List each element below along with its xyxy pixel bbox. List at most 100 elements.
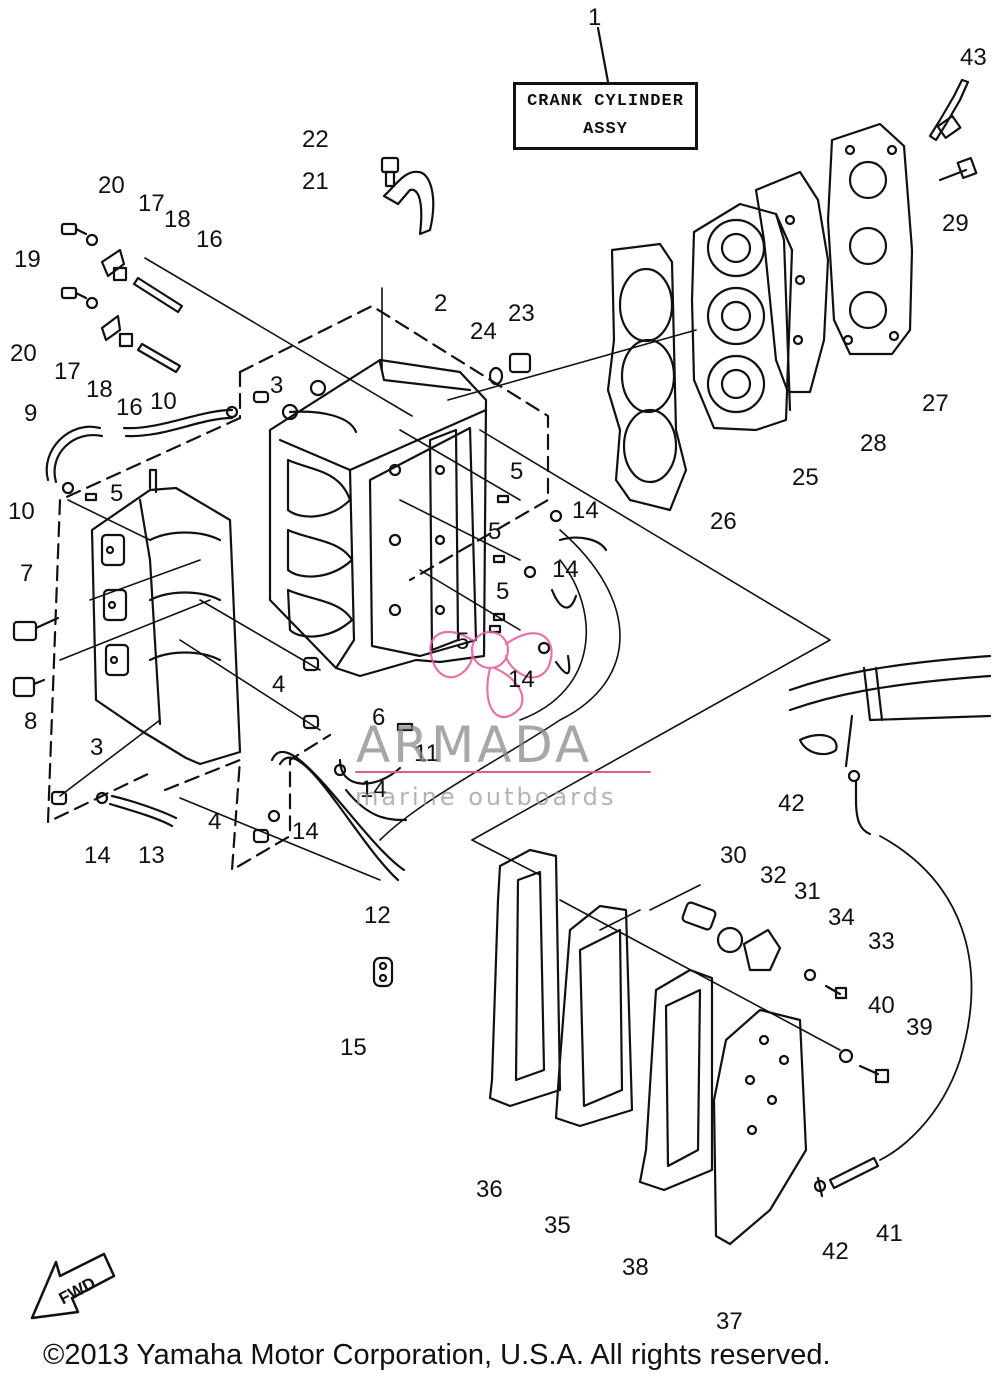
callout-36[interactable]: 36 xyxy=(476,1176,503,1203)
gasket-part-36 xyxy=(488,848,562,1108)
callout-14[interactable]: 14 xyxy=(508,666,535,693)
gasket-part-32 xyxy=(716,926,744,954)
hose-part-13 xyxy=(108,794,178,828)
callout-8[interactable]: 8 xyxy=(24,708,38,735)
callout-12[interactable]: 12 xyxy=(364,902,391,929)
callout-31[interactable]: 31 xyxy=(794,878,821,905)
callout-39[interactable]: 39 xyxy=(906,1014,933,1041)
callout-17[interactable]: 17 xyxy=(54,358,81,385)
bolt-part-29 xyxy=(938,156,978,182)
bolt-part-8 xyxy=(12,676,46,698)
callout-5[interactable]: 5 xyxy=(110,480,124,507)
pin-part-6 xyxy=(396,722,414,732)
callout-30[interactable]: 30 xyxy=(720,842,747,869)
callout-22[interactable]: 22 xyxy=(302,126,329,153)
hose-part-11 xyxy=(338,758,402,785)
watermark-tagline: marine outboards xyxy=(355,783,617,811)
bolt-part-7 xyxy=(12,616,60,642)
callout-14[interactable]: 14 xyxy=(572,497,599,524)
callout-32[interactable]: 32 xyxy=(760,862,787,889)
callout-14[interactable]: 14 xyxy=(360,776,387,803)
callout-14[interactable]: 14 xyxy=(552,556,579,583)
callout-34[interactable]: 34 xyxy=(828,904,855,931)
callout-5[interactable]: 5 xyxy=(496,578,510,605)
plug-part-23-24 xyxy=(488,352,532,386)
hose-part-10 xyxy=(122,408,234,438)
gasket-part-28 xyxy=(754,170,830,394)
callout-14[interactable]: 14 xyxy=(84,842,111,869)
callout-23[interactable]: 23 xyxy=(508,300,535,327)
callout-4[interactable]: 4 xyxy=(272,671,286,698)
callout-24[interactable]: 24 xyxy=(470,318,497,345)
callout-16[interactable]: 16 xyxy=(116,394,143,421)
callout-10[interactable]: 10 xyxy=(150,388,177,415)
callout-38[interactable]: 38 xyxy=(622,1254,649,1281)
assy-label-line2: ASSY xyxy=(583,120,628,139)
callout-33[interactable]: 33 xyxy=(868,928,895,955)
callout-21[interactable]: 21 xyxy=(302,168,329,195)
nut-part-18 xyxy=(112,266,134,348)
reed-plate-part-35 xyxy=(554,904,634,1128)
callout-43[interactable]: 43 xyxy=(960,44,987,71)
callout-37[interactable]: 37 xyxy=(716,1308,743,1335)
hose-part-41 xyxy=(828,1156,880,1190)
crank-cylinder-assy-label: CRANK CYLINDER ASSY xyxy=(513,82,698,150)
callout-19[interactable]: 19 xyxy=(14,246,41,273)
callout-9[interactable]: 9 xyxy=(24,400,38,427)
callout-5[interactable]: 5 xyxy=(488,518,502,545)
fitting-part-3 xyxy=(50,390,270,806)
grommet-part-15 xyxy=(372,956,394,988)
callout-26[interactable]: 26 xyxy=(710,508,737,535)
fitting-part-30 xyxy=(681,901,717,931)
callout-7[interactable]: 7 xyxy=(20,560,34,587)
callout-25[interactable]: 25 xyxy=(792,464,819,491)
hose-part-12 xyxy=(270,750,406,882)
callout-35[interactable]: 35 xyxy=(544,1212,571,1239)
callout-17[interactable]: 17 xyxy=(138,190,165,217)
callout-29[interactable]: 29 xyxy=(942,210,969,237)
callout-42[interactable]: 42 xyxy=(822,1238,849,1265)
callout-4[interactable]: 4 xyxy=(208,808,222,835)
callout-14[interactable]: 14 xyxy=(292,818,319,845)
washer-part-34 xyxy=(803,968,817,982)
crankcase-dashed-outline xyxy=(46,304,550,872)
callout-41[interactable]: 41 xyxy=(876,1220,903,1247)
callout-3[interactable]: 3 xyxy=(90,734,104,761)
spark-plug-part-43 xyxy=(928,78,970,142)
hull-detail xyxy=(788,654,992,768)
callout-18[interactable]: 18 xyxy=(164,206,191,233)
crankcase-half-left xyxy=(90,468,242,766)
callout-20[interactable]: 20 xyxy=(98,172,125,199)
bolt-part-39 xyxy=(858,1064,890,1084)
callout-1[interactable]: 1 xyxy=(588,4,602,31)
callout-40[interactable]: 40 xyxy=(868,992,895,1019)
fwd-arrow-icon xyxy=(30,1252,116,1320)
washer-part-40 xyxy=(838,1048,854,1064)
fitting-part-4 xyxy=(252,656,320,844)
callout-6[interactable]: 6 xyxy=(372,704,386,731)
callout-15[interactable]: 15 xyxy=(340,1034,367,1061)
gasket-part-38 xyxy=(638,968,714,1192)
cylinder-head-part-25 xyxy=(690,202,794,432)
callout-27[interactable]: 27 xyxy=(922,390,949,417)
callout-5[interactable]: 5 xyxy=(456,628,470,655)
cylinder-block-part-2 xyxy=(268,358,488,678)
callout-10[interactable]: 10 xyxy=(8,498,35,525)
callout-5[interactable]: 5 xyxy=(510,458,524,485)
callout-18[interactable]: 18 xyxy=(86,376,113,403)
long-hose xyxy=(879,835,973,1161)
watermark-brand: ARMADA xyxy=(356,716,593,774)
clamp-rings xyxy=(61,405,861,1193)
washer-part-20 xyxy=(85,233,99,310)
callout-42[interactable]: 42 xyxy=(778,790,805,817)
callout-20[interactable]: 20 xyxy=(10,340,37,367)
leader-lines xyxy=(59,257,841,1051)
callout-28[interactable]: 28 xyxy=(860,430,887,457)
callout-11[interactable]: 11 xyxy=(414,740,439,767)
callout-13[interactable]: 13 xyxy=(138,842,165,869)
bolt-part-19 xyxy=(60,222,88,300)
callout-3[interactable]: 3 xyxy=(270,372,284,399)
callout-16[interactable]: 16 xyxy=(196,226,223,253)
callout-2[interactable]: 2 xyxy=(434,290,448,317)
